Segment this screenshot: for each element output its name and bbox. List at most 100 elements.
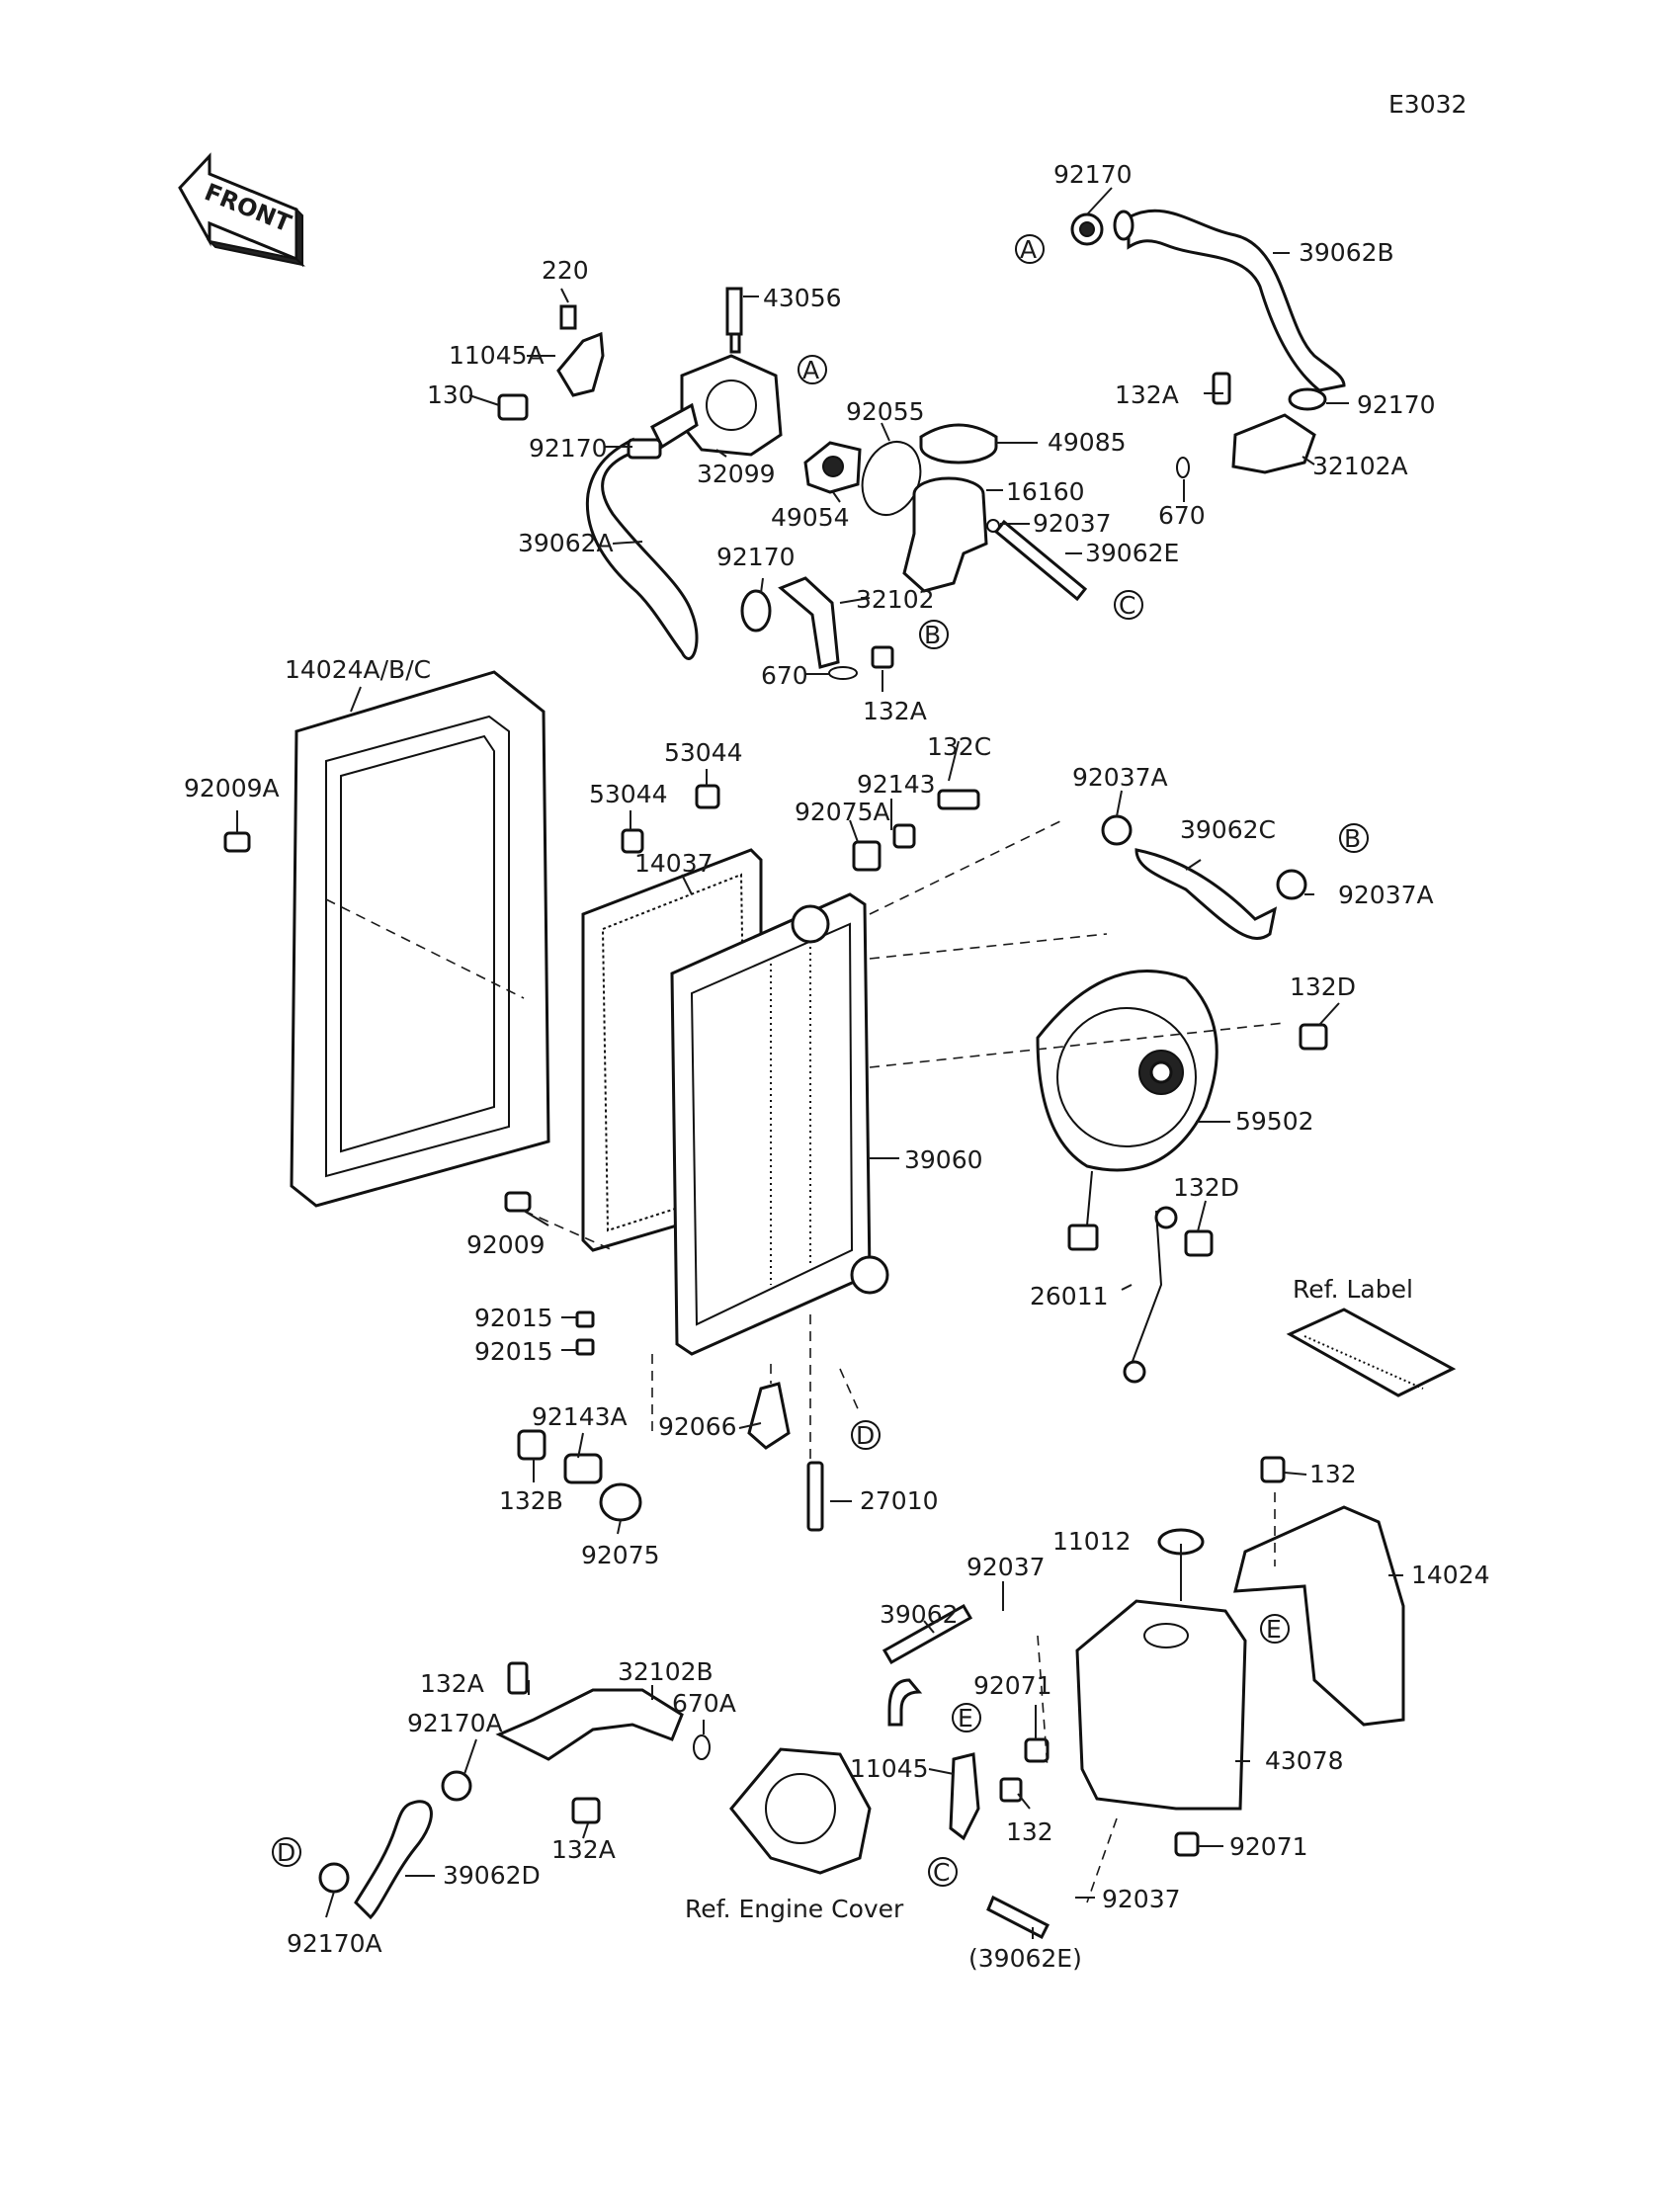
part-label-132A-low: 132A	[420, 1669, 484, 1698]
part-label-132D-b: 132D	[1173, 1173, 1239, 1202]
callout-B-2-text: B	[1344, 824, 1361, 853]
part-label-14024ABC: 14024A/B/C	[285, 655, 431, 684]
hose-39062E-part	[986, 519, 1088, 602]
part-label-92037-mid: 92037	[966, 1553, 1046, 1581]
part-label-132-low: 132	[1006, 1817, 1053, 1846]
callout-D-1: D	[851, 1420, 881, 1450]
front-arrow: FRONT	[178, 152, 306, 268]
fan-59502-part	[1036, 970, 1218, 1172]
part-label-14037: 14037	[634, 849, 714, 878]
callout-C-1-text: C	[1119, 591, 1135, 620]
thermostat-housing-part	[650, 287, 783, 457]
part-label-92143A: 92143A	[532, 1402, 628, 1431]
part-label-132A-low2: 132A	[551, 1835, 616, 1864]
callout-B-1: B	[919, 620, 949, 649]
callout-E-2-text: E	[958, 1704, 973, 1732]
part-label-132A-mid: 132A	[863, 697, 927, 725]
part-label-39062C: 39062C	[1180, 815, 1276, 844]
part-label-39060: 39060	[904, 1145, 983, 1174]
part-label-92066: 92066	[658, 1412, 737, 1441]
part-label-11045A: 11045A	[449, 341, 545, 370]
part-label-92009A: 92009A	[184, 774, 280, 803]
part-label-92037-top: 92037	[1033, 509, 1112, 538]
part-label-32102B: 32102B	[618, 1657, 714, 1686]
part-label-53044-a: 53044	[664, 738, 743, 767]
part-label-92170-mid: 92170	[716, 543, 796, 571]
filler-neck-16160-part	[902, 476, 988, 593]
part-label-132A-top: 132A	[1115, 380, 1179, 409]
part-label-92015-b: 92015	[474, 1337, 553, 1366]
callout-A-1-text: A	[1020, 235, 1037, 264]
hose-39062A-part	[585, 437, 699, 660]
part-label-220: 220	[542, 256, 589, 285]
part-label-39062A: 39062A	[518, 529, 614, 557]
part-label-92170-r: 92170	[1357, 390, 1436, 419]
part-label-43056: 43056	[763, 284, 842, 312]
part-label-43078: 43078	[1265, 1746, 1344, 1775]
fitting-32102-part	[740, 576, 894, 680]
part-label-92075A: 92075A	[795, 798, 890, 826]
part-label-32102: 32102	[856, 585, 935, 614]
callout-D-2-text: D	[277, 1838, 295, 1867]
part-label-92170A-b: 92170A	[287, 1929, 382, 1958]
part-label-92170-top: 92170	[1053, 160, 1133, 189]
part-label-11045: 11045	[850, 1754, 929, 1783]
part-label-49054: 49054	[771, 503, 850, 532]
part-label-670: 670	[761, 661, 808, 690]
ref-engine-cover-text: Ref. Engine Cover	[685, 1895, 904, 1923]
part-label-92170A-a: 92170A	[407, 1709, 503, 1737]
diagram-code: E3032	[1388, 90, 1467, 119]
part-label-132C: 132C	[927, 732, 991, 761]
callout-A-2: A	[798, 355, 827, 384]
part-label-92037A-a: 92037A	[1072, 763, 1168, 792]
part-label-53044-b: 53044	[589, 780, 668, 808]
callout-E-1: E	[1260, 1614, 1290, 1644]
part-label-92071-b: 92071	[1229, 1832, 1308, 1861]
part-label-49085: 49085	[1048, 428, 1127, 457]
pipe-32102B-part	[495, 1661, 711, 1761]
radiator-39060-part	[670, 892, 889, 1356]
part-label-92037A-b: 92037A	[1338, 881, 1434, 909]
part-label-59502: 59502	[1235, 1107, 1314, 1136]
part-label-132D-a: 132D	[1290, 972, 1356, 1001]
callout-E-2: E	[952, 1703, 981, 1732]
part-label-27010: 27010	[860, 1486, 939, 1515]
part-label-670A: 670A	[672, 1689, 736, 1718]
callout-B-2: B	[1339, 823, 1369, 853]
callout-E-1-text: E	[1266, 1615, 1282, 1644]
cover-14024-part	[1233, 1456, 1405, 1727]
ref-label-text: Ref. Label	[1293, 1275, 1413, 1304]
part-label-92143: 92143	[857, 770, 936, 799]
callout-D-1-text: D	[856, 1421, 875, 1450]
part-label-11012: 11012	[1052, 1527, 1132, 1556]
hose-39062D-part	[318, 1770, 601, 1920]
bracket-11045A-part	[497, 304, 605, 421]
callout-C-2: C	[928, 1857, 958, 1887]
callout-A-1: A	[1015, 234, 1045, 264]
part-label-132: 132	[1309, 1460, 1357, 1488]
callout-C-2-text: C	[933, 1858, 950, 1887]
callout-A-2-text: A	[802, 356, 819, 384]
part-label-92170-a: 92170	[529, 434, 608, 463]
tank-43078-part	[1075, 1528, 1247, 1811]
part-label-14024: 14024	[1411, 1561, 1490, 1589]
part-label-16160: 16160	[1006, 477, 1085, 506]
callout-D-2: D	[272, 1837, 301, 1867]
part-label-26011: 26011	[1030, 1282, 1109, 1310]
part-label-39062: 39062	[880, 1600, 959, 1629]
part-label-39062E-ref: (39062E)	[968, 1944, 1082, 1973]
part-label-92055: 92055	[846, 397, 925, 426]
engine-cover-part	[729, 1747, 872, 1875]
small-parts-group	[223, 784, 1328, 1532]
part-label-32099: 32099	[697, 460, 776, 488]
part-label-39062D: 39062D	[443, 1861, 541, 1890]
shroud-14024ABC-part	[290, 670, 550, 1208]
dashed-guides	[325, 819, 1286, 1903]
part-label-130: 130	[427, 380, 474, 409]
callout-B-1-text: B	[924, 621, 941, 649]
part-label-39062E: 39062E	[1085, 539, 1179, 567]
part-label-39062B: 39062B	[1299, 238, 1394, 267]
pipe-32102A-part	[1176, 372, 1316, 478]
wire-26011-part	[1067, 1170, 1178, 1384]
